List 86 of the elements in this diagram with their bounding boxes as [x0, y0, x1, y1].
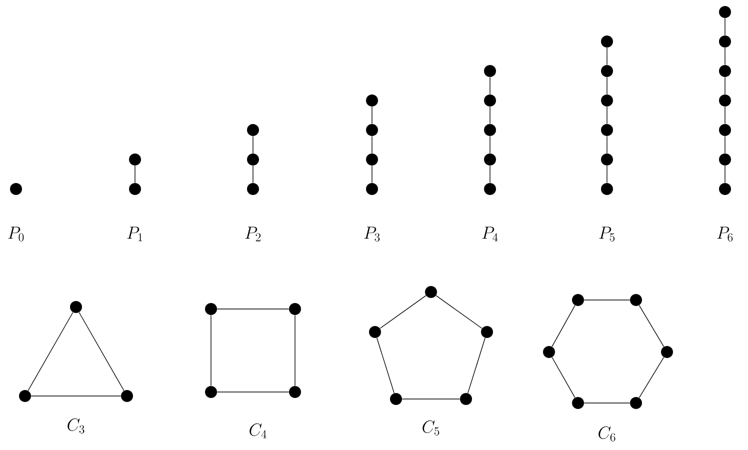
vertex-dot [719, 183, 731, 195]
vertex-dot [601, 94, 613, 106]
vertex-dot [129, 183, 141, 195]
vertex-dot [366, 94, 378, 106]
edge-line [724, 106, 726, 124]
vertex-dot [630, 294, 642, 306]
edge-line [584, 402, 630, 404]
graph-label: $P_1$ [127, 226, 142, 242]
vertex-dot [460, 393, 472, 405]
vertex-dot [247, 124, 259, 136]
edge-line [78, 312, 124, 391]
vertex-dot [129, 154, 141, 166]
edge-line [638, 356, 664, 398]
vertex-dot [289, 386, 301, 398]
vertex-dot [205, 386, 217, 398]
edge-line [294, 314, 296, 386]
edge-line [28, 312, 74, 391]
vertex-dot [121, 390, 133, 402]
vertex-dot [572, 294, 584, 306]
vertex-dot [366, 124, 378, 136]
vertex-dot [630, 397, 642, 409]
edge-line [638, 304, 664, 348]
edge-line [606, 47, 608, 66]
edge-line [252, 136, 254, 154]
vertex-dot [601, 65, 613, 77]
vertex-dot [572, 397, 584, 409]
graph-label: $P_2$ [245, 226, 261, 242]
vertex-dot [719, 154, 731, 166]
vertex-dot [601, 124, 613, 136]
vertex-dot [661, 346, 673, 358]
edge-line [724, 136, 726, 154]
vertex-dot [247, 154, 259, 166]
vertex-dot [289, 303, 301, 315]
edge-line [252, 165, 254, 184]
vertex-dot [366, 183, 378, 195]
edge-line [724, 18, 726, 36]
edge-line [402, 398, 460, 400]
vertex-dot [484, 183, 496, 195]
vertex-dot [719, 36, 731, 48]
edge-line [552, 305, 576, 347]
vertex-dot [247, 183, 259, 195]
vertex-dot [205, 303, 217, 315]
vertex-dot [484, 124, 496, 136]
vertex-dot [601, 154, 613, 166]
edge-line [606, 106, 608, 124]
edge-line [380, 295, 426, 329]
vertex-dot [719, 6, 731, 18]
graph-label: $C_3$ [68, 418, 84, 434]
edge-line [552, 357, 576, 398]
vertex-dot [19, 390, 31, 402]
edge-line [376, 338, 394, 394]
vertex-dot [719, 124, 731, 136]
vertex-dot [10, 183, 22, 195]
graph-label: $C_5$ [422, 420, 440, 436]
edge-line [134, 165, 136, 184]
edge-line [724, 165, 726, 184]
vertex-dot [481, 326, 493, 338]
vertex-dot [719, 65, 731, 77]
vertex-dot [484, 94, 496, 106]
edge-line [216, 308, 290, 310]
graph-label: $P_4$ [482, 226, 498, 242]
vertex-dot [719, 94, 731, 106]
edge-line [606, 165, 608, 184]
vertex-dot [601, 183, 613, 195]
graph-label: $C_6$ [598, 426, 616, 442]
graph-label: $P_0$ [8, 226, 24, 242]
vertex-dot [425, 286, 437, 298]
vertex-dot [369, 326, 381, 338]
edge-line [606, 136, 608, 154]
graph-label: $P_3$ [364, 226, 380, 242]
edge-line [468, 338, 486, 394]
vertex-dot [390, 393, 402, 405]
vertex-dot [484, 65, 496, 77]
edge-line [436, 295, 482, 329]
vertex-dot [70, 301, 82, 313]
graph-label: $P_5$ [599, 226, 615, 242]
edge-line [724, 47, 726, 66]
edge-line [724, 76, 726, 95]
vertex-dot [484, 154, 496, 166]
vertex-dot [601, 36, 613, 48]
edge-line [210, 314, 212, 386]
vertex-dot [543, 346, 555, 358]
graph-label: $C_4$ [250, 423, 266, 438]
vertex-dot [366, 154, 378, 166]
edge-line [606, 76, 608, 95]
graph-label: $P_6$ [717, 226, 733, 242]
